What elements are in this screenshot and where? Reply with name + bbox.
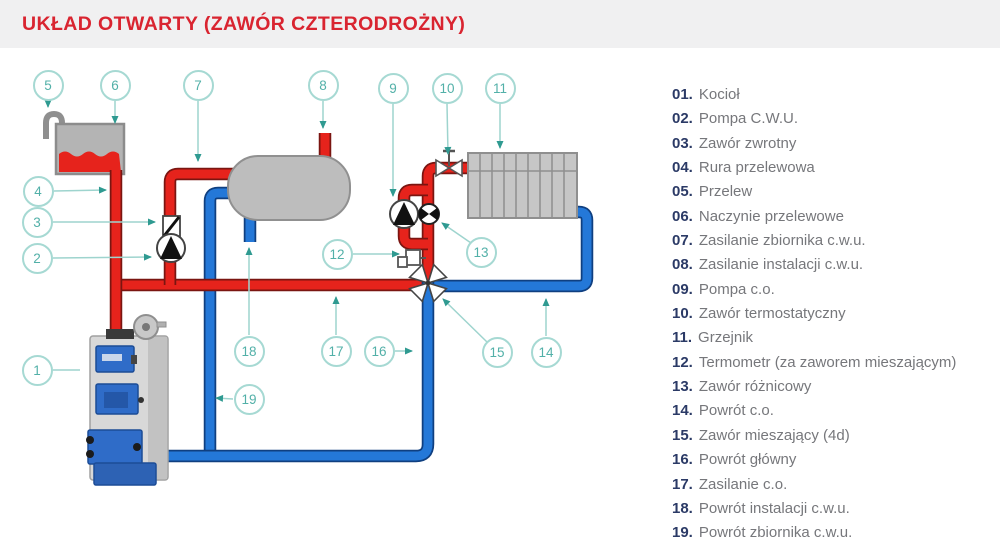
legend-item: 05. Przelew bbox=[672, 180, 956, 204]
callout-8: 8 bbox=[307, 69, 339, 101]
legend-item-label: Kocioł bbox=[698, 86, 740, 103]
callout-18: 18 bbox=[233, 335, 265, 367]
legend-item-number: 14. bbox=[672, 402, 693, 420]
legend-item-number: 06. bbox=[672, 207, 693, 225]
legend-item-number: 19. bbox=[672, 524, 693, 542]
four-way-mixing-valve bbox=[408, 263, 448, 303]
radiator bbox=[467, 152, 578, 219]
callout-5: 5 bbox=[32, 69, 64, 101]
legend-item-label: Zawór różnicowy bbox=[698, 378, 812, 396]
co-pump bbox=[389, 199, 419, 229]
legend-item-number: 02. bbox=[672, 110, 693, 128]
legend-item-label: Termometr (za zaworem mieszającym) bbox=[698, 353, 957, 371]
dhw-tank bbox=[227, 155, 351, 221]
pipe-main-return-16 bbox=[164, 280, 435, 463]
thermometer bbox=[397, 249, 426, 268]
legend-item: 09. Pompa c.o. bbox=[672, 278, 956, 302]
legend-item-number: 18. bbox=[672, 499, 693, 517]
legend-list: 01. Kocioł 02. Pompa C.W.U. 03. Zawór zwrotny… bbox=[672, 83, 956, 546]
overflow-vessel-6 bbox=[54, 122, 126, 176]
legend-item: 17. Zasilanie c.o. bbox=[672, 473, 956, 497]
legend-item-number: 15. bbox=[672, 426, 693, 444]
legend-item: 08. Zasilanie instalacji c.w.u. bbox=[672, 253, 956, 277]
legend-item-label: Rura przelewowa bbox=[698, 159, 815, 177]
legend-item-number: 10. bbox=[672, 305, 693, 323]
leader-lines bbox=[44, 100, 550, 402]
check-valve bbox=[162, 215, 181, 238]
callout-13: 13 bbox=[465, 236, 497, 268]
differential-valve bbox=[418, 203, 440, 225]
legend-item: 15. Zawór mieszający (4d) bbox=[672, 424, 956, 448]
callout-19: 19 bbox=[233, 383, 265, 415]
legend-item-label: Powrót główny bbox=[698, 451, 797, 469]
callout-1: 1 bbox=[21, 354, 53, 386]
callout-3: 3 bbox=[21, 206, 53, 238]
legend-item: 12. Termometr (za zaworem mieszającym) bbox=[672, 351, 956, 375]
legend-item-label: Przelew bbox=[698, 183, 753, 201]
legend-item: 10. Zawór termostatyczny bbox=[672, 302, 956, 326]
legend-item: 01. Kocioł bbox=[672, 83, 956, 107]
legend-item-number: 05. bbox=[672, 183, 693, 201]
callout-6: 6 bbox=[99, 69, 131, 101]
pipe-dhw-supply-7 bbox=[163, 167, 240, 285]
callout-4: 4 bbox=[22, 175, 54, 207]
legend-item-number: 13. bbox=[672, 378, 693, 396]
legend-item-label: Zawór termostatyczny bbox=[698, 305, 846, 323]
legend-item-label: Zawór zwrotny bbox=[698, 134, 797, 152]
legend-item-label: Pompa C.W.U. bbox=[698, 110, 799, 128]
callout-14: 14 bbox=[530, 336, 562, 368]
legend-item: 18. Powrót instalacji c.w.u. bbox=[672, 497, 956, 521]
legend-item: 06. Naczynie przelewowe bbox=[672, 205, 956, 229]
callout-2: 2 bbox=[21, 242, 53, 274]
title-bar: UKŁAD OTWARTY (ZAWÓR CZTERODROŻNY) bbox=[0, 0, 1000, 48]
callout-11: 11 bbox=[484, 72, 516, 104]
legend-item-number: 04. bbox=[672, 159, 693, 177]
callout-15: 15 bbox=[481, 336, 513, 368]
legend-item-label: Zawór mieszający (4d) bbox=[698, 426, 850, 444]
legend-item: 04. Rura przelewowa bbox=[672, 156, 956, 180]
legend-item-number: 07. bbox=[672, 232, 693, 250]
callout-9: 9 bbox=[377, 72, 409, 104]
legend-item-label: Zasilanie instalacji c.w.u. bbox=[698, 256, 864, 274]
legend-item-number: 12. bbox=[672, 353, 693, 371]
legend-item-label: Naczynie przelewowe bbox=[698, 207, 844, 225]
legend-item-number: 08. bbox=[672, 256, 693, 274]
legend-item-number: 16. bbox=[672, 451, 693, 469]
callout-16: 16 bbox=[363, 335, 395, 367]
legend-item: 11. Grzejnik bbox=[672, 326, 956, 350]
boiler bbox=[86, 314, 169, 486]
legend-item-number: 11. bbox=[672, 329, 693, 347]
dhw-pump bbox=[156, 233, 186, 263]
legend-item-label: Powrót c.o. bbox=[698, 402, 774, 420]
legend-item: 07. Zasilanie zbiornika c.w.u. bbox=[672, 229, 956, 253]
overflow-pipe-5 bbox=[43, 110, 65, 139]
legend-item-label: Zasilanie c.o. bbox=[698, 475, 788, 493]
legend-item-number: 01. bbox=[672, 86, 693, 103]
legend-item: 13. Zawór różnicowy bbox=[672, 375, 956, 399]
legend-item: 02. Pompa C.W.U. bbox=[672, 107, 956, 131]
callout-17: 17 bbox=[320, 335, 352, 367]
legend-item-label: Pompa c.o. bbox=[698, 280, 775, 298]
legend-item: 14. Powrót c.o. bbox=[672, 399, 956, 423]
legend-item: 03. Zawór zwrotny bbox=[672, 132, 956, 156]
legend-item-label: Powrót zbiornika c.w.u. bbox=[698, 524, 853, 542]
pipe-tank-return-19 bbox=[203, 186, 240, 456]
legend-item: 16. Powrót główny bbox=[672, 448, 956, 472]
legend-item: 19. Powrót zbiornika c.w.u. bbox=[672, 521, 956, 545]
legend-item-label: Grzejnik bbox=[698, 329, 754, 347]
callout-12: 12 bbox=[321, 238, 353, 270]
legend-item-label: Powrót instalacji c.w.u. bbox=[698, 499, 850, 517]
legend-item-number: 09. bbox=[672, 280, 693, 298]
callout-7: 7 bbox=[182, 69, 214, 101]
pipe-co-return-14 bbox=[430, 205, 594, 293]
legend-item-label: Zasilanie zbiornika c.w.u. bbox=[698, 232, 866, 250]
legend-item-number: 17. bbox=[672, 475, 693, 493]
page-title: UKŁAD OTWARTY (ZAWÓR CZTERODROŻNY) bbox=[22, 12, 466, 35]
legend-item-number: 03. bbox=[672, 134, 693, 152]
callout-10: 10 bbox=[431, 72, 463, 104]
